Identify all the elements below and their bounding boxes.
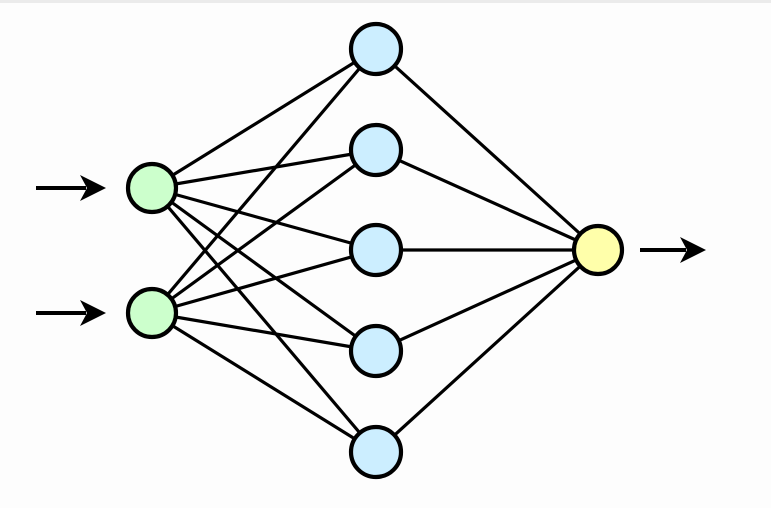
input-node-1[interactable] <box>125 161 179 215</box>
edge-h4-o1 <box>375 248 599 353</box>
hidden-node-2[interactable] <box>348 122 404 178</box>
hidden-node-1[interactable] <box>348 21 404 77</box>
edge-h1-o1 <box>374 47 600 252</box>
hidden-node-3[interactable] <box>348 222 404 278</box>
input-node-2[interactable] <box>125 286 179 340</box>
edge-i1-h4 <box>151 186 377 353</box>
edges-group <box>150 47 600 454</box>
edge-i2-h3 <box>151 248 377 315</box>
io-arrows-group <box>36 175 706 326</box>
hidden-node-5[interactable] <box>348 424 404 480</box>
edge-i1-h5 <box>150 186 378 454</box>
edge-i2-h2 <box>151 148 377 315</box>
hidden-node-4[interactable] <box>348 323 404 379</box>
edge-h2-o1 <box>375 148 599 252</box>
edge-i2-h1 <box>150 47 378 315</box>
nodes-group <box>125 21 625 480</box>
edge-i1-h2 <box>151 148 377 190</box>
edge-i2-h4 <box>151 311 377 353</box>
edge-i2-h5 <box>151 311 377 454</box>
input-arrow-2-head <box>80 300 106 326</box>
output-arrow-1-head <box>680 237 706 263</box>
output-node-1[interactable] <box>571 223 625 277</box>
input-arrow-1-head <box>80 175 106 201</box>
edge-i1-h1 <box>151 47 377 190</box>
top-divider-strip <box>0 0 771 3</box>
edge-h5-o1 <box>374 248 600 454</box>
edge-i1-h3 <box>151 186 377 252</box>
